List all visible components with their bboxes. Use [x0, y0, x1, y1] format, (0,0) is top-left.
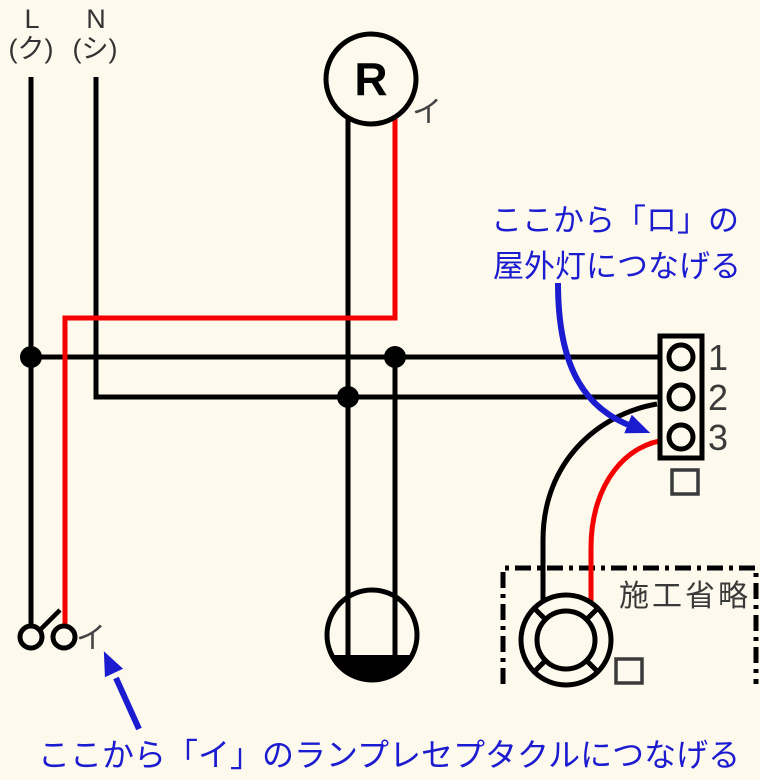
circuit-mark-i-receptacle: イ [412, 96, 442, 129]
switch-lever [38, 608, 62, 632]
terminal-2-number: 2 [708, 377, 728, 418]
receptacle-body-base [332, 655, 412, 680]
circuit-mark-ro-outdoor-light [614, 657, 644, 685]
outdoor-light-spokes [532, 606, 600, 674]
terminal-1-number: 1 [708, 337, 728, 378]
construction-omitted-label: 施工省略 [619, 580, 751, 613]
wire-n-to-terminal2 [93, 77, 660, 400]
wire-terminal3-to-outdoor-light [588, 437, 668, 624]
annotation-arrowhead-top [624, 414, 651, 434]
circuit-mark-i-switch: イ [76, 622, 106, 655]
source-n-sub-label: (シ) [73, 34, 118, 64]
terminal-3-hole [666, 422, 696, 452]
receptacle-body-icon [324, 587, 420, 683]
switch-terminal-right [50, 623, 78, 651]
terminal-2-hole [666, 382, 696, 412]
annotation-arrow-to-switch [113, 676, 142, 731]
construction-omitted-box [500, 565, 759, 684]
junction-dot [337, 386, 359, 408]
terminal-1-hole [666, 342, 696, 372]
terminal-3-number: 3 [708, 417, 728, 458]
annotation-top-line1: ここから「ロ」の [491, 203, 739, 238]
switch-terminal-left [17, 623, 45, 651]
lamp-receptacle-r-icon [323, 31, 419, 127]
outdoor-light-inner-ring [534, 608, 598, 672]
annotation-arrow-to-terminal3 [555, 282, 635, 430]
annotation-arrowhead-bottom [103, 651, 124, 678]
circuit-mark-ro-terminal-block [670, 468, 700, 496]
wire-red-switch-loop [62, 90, 398, 626]
source-n-label: N [86, 4, 106, 34]
source-l-sub-label: (ク) [9, 34, 54, 64]
source-l-label: L [24, 4, 39, 34]
wire-terminal2-to-outdoor-light [540, 401, 658, 624]
annotation-top-line2: 屋外灯につなげる [493, 249, 741, 284]
junction-dot [20, 346, 42, 368]
annotation-bottom: ここから「イ」のランプレセプタクルにつなげる [38, 737, 740, 773]
lamp-receptacle-letter: R [354, 53, 387, 105]
junction-dot [384, 346, 406, 368]
